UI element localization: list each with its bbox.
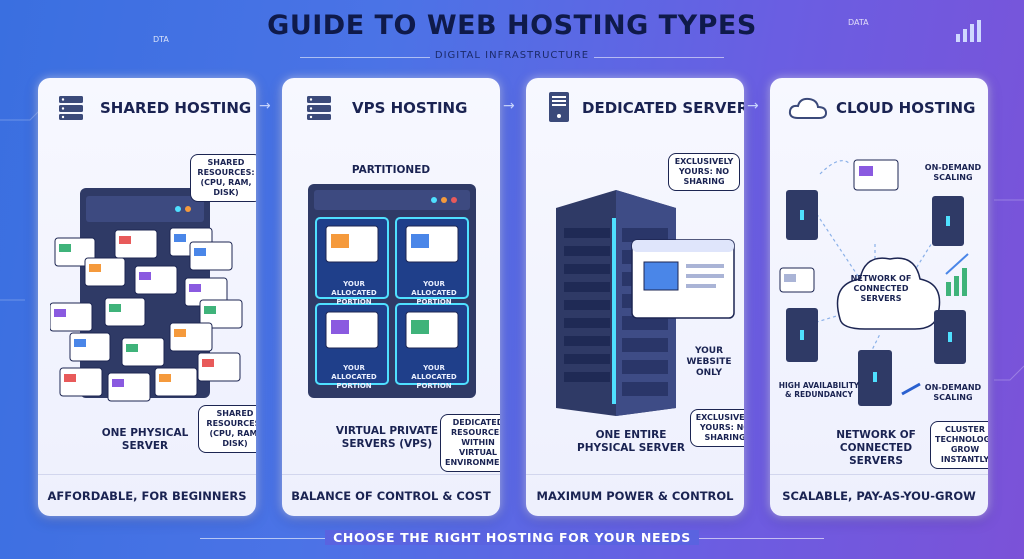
website-only-label: YOUR WEBSITE ONLY xyxy=(686,346,732,378)
availability-label: HIGH AVAILABILITY & REDUNDANCY xyxy=(778,381,860,399)
tower-server-icon xyxy=(549,92,569,122)
panel-footer: AFFORDABLE, FOR BEGINNERS xyxy=(38,474,256,516)
divider xyxy=(594,57,724,58)
dedicated-resources-bubble: DEDICATED RESOURCES WITHIN VIRTUAL ENVIR… xyxy=(440,414,500,472)
scaling-label: ON-DEMAND SCALING xyxy=(924,163,982,182)
scaling-label: ON-DEMAND SCALING xyxy=(924,383,982,402)
panel-vps-hosting: VPS HOSTING PARTITIONED YOUR ALLOCATED P… xyxy=(282,78,500,516)
shared-resources-bubble: SHARED RESOURCES: (CPU, RAM, DISK) xyxy=(190,154,256,202)
panel-title: CLOUD HOSTING xyxy=(836,99,976,117)
divider xyxy=(300,57,430,58)
cluster-technology-bubble: CLUSTER TECHNOLOGY: GROW INSTANTLY xyxy=(930,421,988,469)
panel-title: SHARED HOSTING xyxy=(100,99,252,117)
deco-label: DATA xyxy=(848,18,869,27)
portion-label: YOUR ALLOCATED PORTION xyxy=(331,364,377,390)
panel-footer: BALANCE OF CONTROL & COST xyxy=(282,474,500,516)
panel-caption: VIRTUAL PRIVATE SERVERS (VPS) xyxy=(335,425,439,450)
panel-caption: NETWORK OF CONNECTED SERVERS xyxy=(836,429,916,467)
panel-caption: ONE PHYSICAL SERVER xyxy=(101,427,189,452)
partitioned-label: PARTITIONED xyxy=(351,164,431,176)
deco-label: DTA xyxy=(153,35,169,44)
server-rack-icon xyxy=(307,96,331,120)
exclusive-bubble: EXCLUSIVELY YOURS: NO SHARING xyxy=(690,409,744,447)
exclusive-bubble: EXCLUSIVELY YOURS: NO SHARING xyxy=(668,153,740,191)
panel-footer: MAXIMUM POWER & CONTROL xyxy=(526,474,744,516)
arrow-right-icon: → xyxy=(259,98,271,114)
portion-label: YOUR ALLOCATED PORTION xyxy=(331,280,377,306)
arrow-right-icon: → xyxy=(503,98,515,114)
portion-label: YOUR ALLOCATED PORTION xyxy=(411,280,457,306)
portion-label: YOUR ALLOCATED PORTION xyxy=(411,364,457,390)
panel-title: VPS HOSTING xyxy=(352,99,468,117)
cloud-icon xyxy=(788,97,828,119)
panel-shared-hosting: SHARED HOSTING SHARED RESOURCES: (CPU, R… xyxy=(38,78,256,516)
shared-server-illustration xyxy=(50,188,243,402)
dedicated-server-illustration xyxy=(556,190,735,416)
bottom-banner-text: CHOOSE THE RIGHT HOSTING FOR YOUR NEEDS xyxy=(325,530,699,545)
panel-footer: SCALABLE, PAY-AS-YOU-GROW xyxy=(770,474,988,516)
panel-title: DEDICATED SERVER xyxy=(582,99,744,117)
panel-caption: ONE ENTIRE PHYSICAL SERVER xyxy=(577,429,685,454)
server-rack-icon xyxy=(59,96,83,120)
vps-server-illustration xyxy=(308,184,476,398)
cloud-network-illustration xyxy=(779,159,969,406)
page-title: GUIDE TO WEB HOSTING TYPES xyxy=(267,10,757,41)
cloud-network-label: NETWORK OF CONNECTED SERVERS xyxy=(850,274,912,303)
panel-dedicated-server: DEDICATED SERVER EXCLUSIVELY YOURS: NO S… xyxy=(526,78,744,516)
arrow-right-icon: → xyxy=(747,98,759,114)
bar-chart-icon xyxy=(956,20,981,42)
shared-resources-bubble: SHARED RESOURCES: (CPU, RAM, DISK) xyxy=(198,405,256,453)
bottom-banner: CHOOSE THE RIGHT HOSTING FOR YOUR NEEDS xyxy=(0,530,1024,545)
panel-cloud-hosting: CLOUD HOSTING ON-DEMAND SCALING NETWORK … xyxy=(770,78,988,516)
page-subtitle: DIGITAL INFRASTRUCTURE xyxy=(434,50,590,61)
